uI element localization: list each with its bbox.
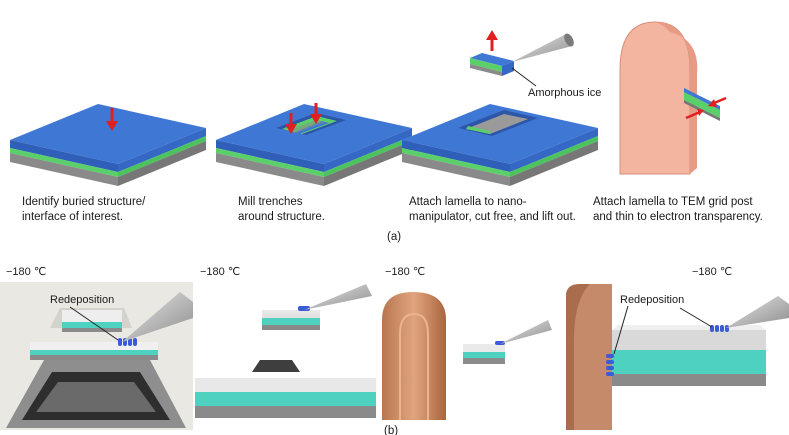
manipulator-needle bbox=[500, 320, 552, 344]
amorphous-ice-label: Amorphous ice bbox=[528, 87, 601, 99]
tem-grid-post bbox=[619, 21, 727, 175]
temperature-label-3: −180 ℃ bbox=[385, 266, 425, 278]
manipulator-needle bbox=[304, 284, 372, 310]
milled-cavity bbox=[458, 110, 538, 136]
sample-block-step2 bbox=[216, 103, 412, 186]
scene-attach-zoom: −180 ℃ Redeposition bbox=[566, 266, 789, 430]
down-arrow-icon bbox=[285, 103, 322, 134]
scene-lift-out: −180 ℃ bbox=[195, 266, 377, 422]
panel-a-label: (a) bbox=[387, 231, 401, 243]
temperature-label-4: −180 ℃ bbox=[692, 266, 732, 278]
up-arrow-icon bbox=[486, 30, 498, 51]
sample-block-step1 bbox=[10, 104, 206, 186]
redeposition-deposit bbox=[606, 325, 729, 376]
temperature-label-2: −180 ℃ bbox=[200, 266, 240, 278]
down-arrow-icon bbox=[106, 108, 118, 131]
scene-grid-post: −180 ℃ bbox=[382, 266, 552, 420]
sample-block-step3 bbox=[402, 104, 598, 186]
temperature-label-1: −180 ℃ bbox=[6, 266, 46, 278]
redeposition-label-1: Redeposition bbox=[50, 294, 114, 306]
lifted-lamella bbox=[470, 30, 514, 76]
scene-cryo-trench: −180 ℃ Redeposition bbox=[0, 266, 193, 430]
redeposition-label-2: Redeposition bbox=[620, 294, 684, 306]
nanomanipulator-needle bbox=[512, 33, 574, 62]
panel-a: Amorphous ice Identify buried structure/… bbox=[10, 21, 763, 243]
manipulator-needle bbox=[122, 292, 193, 342]
panel-b-label: (b) bbox=[384, 425, 398, 435]
caption-step1: Identify buried structure/interface of i… bbox=[22, 196, 146, 223]
manipulator-needle bbox=[726, 296, 789, 328]
caption-step3: Attach lamella to nano-manipulator, cut … bbox=[409, 196, 576, 223]
thinning-arrows-icon bbox=[685, 96, 727, 120]
panel-b: −180 ℃ Redeposition −180 ℃ bbox=[0, 266, 789, 435]
amorphous-ice-leader bbox=[511, 67, 537, 87]
